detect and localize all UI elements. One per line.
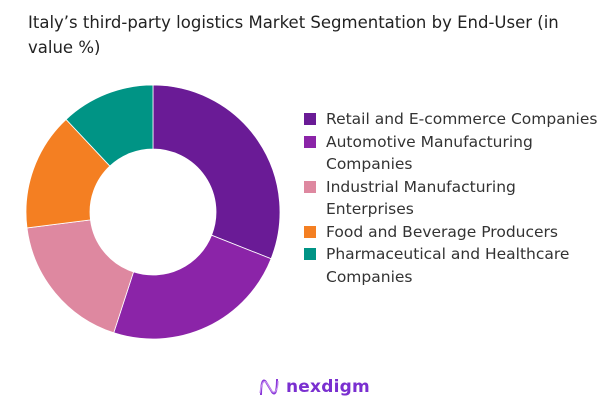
legend-item: Retail and E-commerce Companies (304, 108, 605, 131)
nexdigm-logo-icon (259, 378, 279, 396)
legend-item: Food and Beverage Producers (304, 221, 605, 244)
legend-swatch (304, 248, 316, 260)
donut-slice-3 (26, 219, 135, 334)
legend-label: Pharmaceutical and Healthcare Companies (326, 245, 570, 286)
donut-slice-1 (152, 84, 281, 260)
legend-label: Retail and E-commerce Companies (326, 110, 598, 128)
donut-slice-2 (113, 234, 272, 340)
legend-label: Industrial Manufacturing Enterprises (326, 177, 516, 219)
logo-text: nexdigm (286, 377, 370, 397)
legend-swatch (304, 113, 316, 125)
legend-swatch (304, 225, 316, 238)
legend-item: Automotive Manufacturing Companies (304, 131, 605, 176)
legend-swatch (304, 180, 316, 193)
chart-title: Italy’s third-party logistics Market Seg… (28, 13, 559, 57)
legend-item: Industrial Manufacturing Enterprises (304, 176, 605, 221)
donut-slice-5 (65, 84, 154, 167)
nexdigm-logo: nexdigm (258, 376, 370, 398)
legend-label: Food and Beverage Producers (326, 222, 558, 241)
legend-label: Automotive Manufacturing Companies (326, 132, 533, 174)
legend-item: Pharmaceutical and Healthcare Companies (304, 243, 605, 288)
legend-swatch (304, 135, 316, 148)
